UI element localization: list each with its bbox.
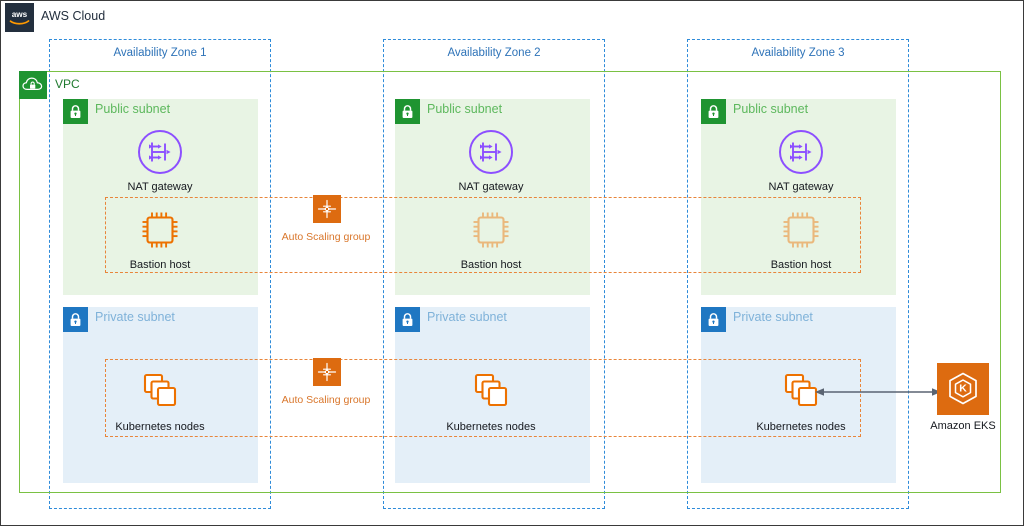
lock-icon	[701, 99, 726, 124]
lock-icon	[63, 99, 88, 124]
kubernetes-nodes-icon	[776, 367, 826, 417]
nat-gateway-az1-label: NAT gateway	[127, 181, 193, 193]
bastion-host-icon	[776, 205, 826, 255]
private-subnet-az1: Private subnet	[63, 307, 258, 483]
auto-scaling-group-bastion-label: Auto Scaling group	[281, 231, 371, 243]
nat-gateway-az1[interactable]: NAT gateway	[100, 127, 220, 193]
availability-zone-1-box	[49, 39, 271, 509]
public-subnet-az1-label: Public subnet	[95, 102, 171, 116]
public-subnet-az3-label: Public subnet	[733, 102, 809, 116]
eks-to-kubernetes-nodes-connector	[815, 388, 941, 396]
lock-icon	[395, 99, 420, 124]
amazon-eks-icon: K	[937, 363, 989, 415]
private-subnet-az2-label: Private subnet	[427, 310, 507, 324]
bastion-host-icon	[135, 205, 185, 255]
lock-icon	[395, 307, 420, 332]
auto-scaling-group-icon	[313, 195, 341, 223]
private-subnet-az1-label: Private subnet	[95, 310, 175, 324]
kubernetes-nodes-az1[interactable]: Kubernetes nodes	[100, 367, 220, 433]
private-subnet-az3-label: Private subnet	[733, 310, 813, 324]
lock-icon	[701, 307, 726, 332]
amazon-eks-label: Amazon EKS	[930, 420, 996, 432]
availability-zone-1-title: Availability Zone 1	[113, 47, 207, 59]
availability-zone-3-box	[687, 39, 909, 509]
bastion-host-az2[interactable]: Bastion host	[431, 205, 551, 271]
nat-gateway-icon	[776, 127, 826, 177]
public-subnet-az2-label: Public subnet	[427, 102, 503, 116]
aws-logo-icon: aws	[5, 3, 34, 32]
vpc-label: VPC	[55, 77, 80, 91]
bastion-host-az3[interactable]: Bastion host	[741, 205, 861, 271]
nat-gateway-icon	[135, 127, 185, 177]
amazon-eks-service[interactable]: K Amazon EKS	[908, 363, 1018, 432]
kubernetes-nodes-az3[interactable]: Kubernetes nodes	[741, 367, 861, 433]
auto-scaling-group-icon	[313, 358, 341, 386]
nat-gateway-az2[interactable]: NAT gateway	[431, 127, 551, 193]
bastion-host-az3-label: Bastion host	[770, 259, 832, 271]
auto-scaling-group-bastion-box	[105, 197, 861, 273]
kubernetes-nodes-az1-label: Kubernetes nodes	[115, 421, 205, 433]
aws-cloud-label: AWS Cloud	[41, 9, 106, 23]
kubernetes-nodes-icon	[135, 367, 185, 417]
auto-scaling-group-nodes-label: Auto Scaling group	[281, 394, 371, 406]
auto-scaling-group-nodes-box	[105, 359, 861, 437]
kubernetes-nodes-az3-label: Kubernetes nodes	[756, 421, 846, 433]
nat-gateway-icon	[466, 127, 516, 177]
kubernetes-nodes-az2[interactable]: Kubernetes nodes	[431, 367, 551, 433]
bastion-host-az2-label: Bastion host	[460, 259, 522, 271]
kubernetes-nodes-az2-label: Kubernetes nodes	[446, 421, 536, 433]
nat-gateway-az3-label: NAT gateway	[768, 181, 834, 193]
availability-zone-3-title: Availability Zone 3	[751, 47, 845, 59]
vpc-box	[19, 71, 1001, 493]
lock-icon	[63, 307, 88, 332]
svg-text:aws: aws	[12, 10, 28, 19]
nat-gateway-az3[interactable]: NAT gateway	[741, 127, 861, 193]
kubernetes-nodes-icon	[466, 367, 516, 417]
availability-zone-2-box	[383, 39, 605, 509]
bastion-host-az1-label: Bastion host	[129, 259, 191, 271]
bastion-host-az1[interactable]: Bastion host	[100, 205, 220, 271]
nat-gateway-az2-label: NAT gateway	[458, 181, 524, 193]
bastion-host-icon	[466, 205, 516, 255]
availability-zone-2-title: Availability Zone 2	[447, 47, 541, 59]
svg-text:K: K	[959, 383, 967, 395]
vpc-cloud-lock-icon	[19, 71, 47, 99]
